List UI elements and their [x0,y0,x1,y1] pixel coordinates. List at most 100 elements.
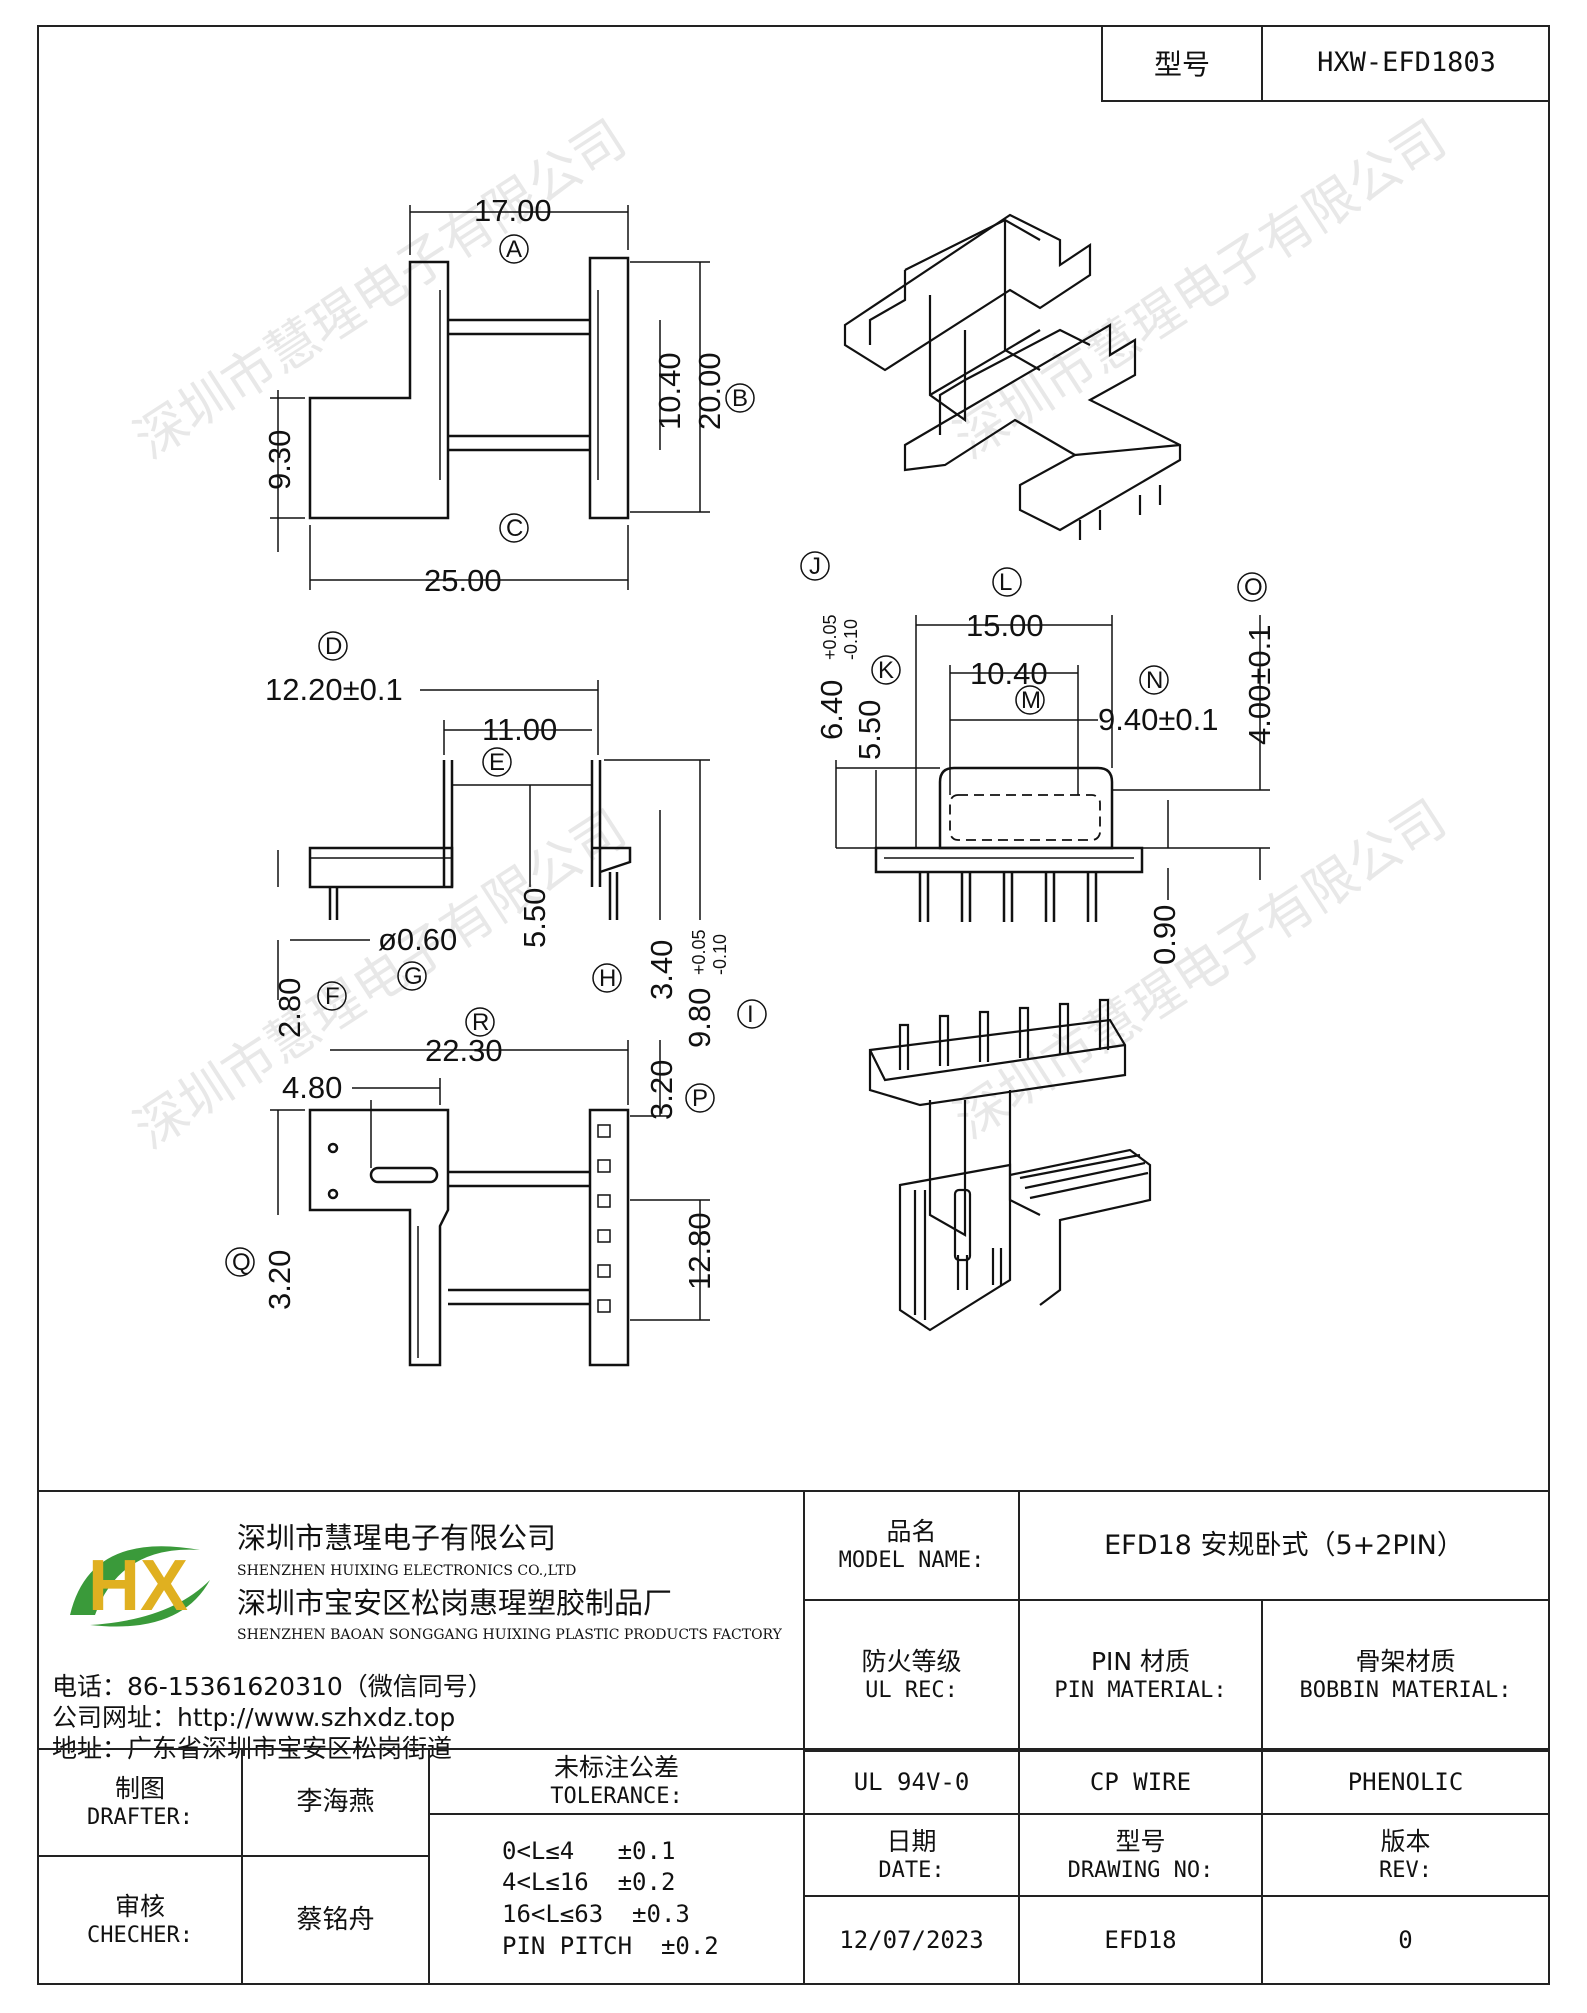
bobbin-material-label: 骨架材质 BOBBIN MATERIAL: [1261,1599,1550,1752]
dim-0-90: 0.90 [1147,905,1182,965]
ul-value-text: UL 94V-0 [853,1767,970,1796]
dim-6-40-tol-dn: -0.10 [841,619,861,660]
tolerance-values: 0<L≤4 ±0.1 4<L≤16 ±0.2 16<L≤63 ±0.3 PIN … [428,1813,805,1985]
drawing-no-label: 型号 DRAWING NO: [1018,1813,1263,1897]
tolerance-en: TOLERANCE: [550,1784,683,1810]
factory-name-cn: 深圳市宝安区松岗惠瑆塑胶制品厂 [237,1586,673,1620]
company-name-en: SHENZHEN HUIXING ELECTRONICS CO.,LTD [237,1563,577,1579]
label-d: D [325,633,342,660]
label-l: L [999,569,1012,596]
front-view: J 6.40 +0.05 -0.10 K 5.50 L 15.00 10.40 … [800,551,1277,965]
pin-material-value: CP WIRE [1018,1748,1263,1815]
checker-cn: 审核 [114,1891,165,1921]
dim-5-50: 5.50 [517,888,552,948]
checker-en: CHECHER: [87,1922,193,1948]
rev-value: 0 [1261,1895,1550,1985]
model-name-value: EFD18 安规卧式（5+2PIN） [1018,1490,1550,1601]
dim-12-80: 12.80 [682,1212,717,1290]
company-logo: HX [70,1546,210,1627]
label-b: B [732,385,748,412]
label-r: R [472,1009,489,1036]
model-name-cn: 品名 [886,1517,937,1547]
dim-12-20: 12.20±0.1 [265,672,403,707]
label-m: M [1021,687,1041,714]
company-name-cn: 深圳市慧瑆电子有限公司 [237,1521,557,1555]
isometric-top-view [843,213,1182,540]
dim-3-40: 3.40 [644,940,679,1000]
bottom-view: R 22.30 4.80 3.20 P 12.80 3.20 Q [225,1007,717,1367]
model-header: 型号 HXW-EFD1803 [1101,25,1550,102]
rev-value-text: 0 [1398,1926,1413,1954]
dim-17: 17.00 [474,193,552,228]
label-c: C [506,515,523,542]
dim-5-50-b: 5.50 [852,700,887,760]
company-phone: 电话：86-15361620310（微信同号） [52,1672,493,1701]
label-n: N [1146,667,1163,694]
company-website: 公司网址：http://www.szhxdz.top [52,1703,456,1732]
dim-9-30: 9.30 [262,430,297,490]
factory-name-en: SHENZHEN BAOAN SONGGANG HUIXING PLASTIC … [237,1627,782,1643]
label-p: P [692,1085,708,1112]
dim-9-80-tol-up: +0.05 [689,929,709,975]
drafter-name: 李海燕 [296,1787,375,1818]
dim-4-80: 4.80 [282,1070,342,1105]
dim-2-80: 2.80 [272,978,307,1038]
dim-9-80: 9.80 [682,988,717,1048]
ul-cn: 防火等级 [861,1647,962,1677]
dim-6-40: 6.40 [814,680,849,740]
drafter-value: 李海燕 [241,1748,430,1857]
dim-3-20-b: 3.20 [262,1250,297,1310]
dim-0-60: ø0.60 [378,922,457,957]
tolerance-label: 未标注公差 TOLERANCE: [428,1748,805,1815]
label-e: E [489,749,505,776]
dim-25: 25.00 [424,563,502,598]
rev-en: REV: [1379,1857,1432,1883]
ul-label: 防火等级 UL REC: [803,1599,1020,1752]
date-cn: 日期 [886,1826,937,1856]
tolerance-line: 16<L≤63 ±0.3 [502,1900,690,1928]
label-f: F [325,983,340,1010]
ul-value: UL 94V-0 [803,1748,1020,1815]
watermark: 深圳市慧瑆电子有限公司 [944,789,1456,1151]
dim-10-40: 10.40 [652,352,687,430]
date-label: 日期 DATE: [803,1813,1020,1897]
drawing-no-value-text: EFD18 [1104,1926,1177,1954]
pin-value-text: CP WIRE [1089,1767,1192,1796]
dim-15: 15.00 [966,608,1044,643]
pin-en: PIN MATERIAL: [1054,1678,1227,1704]
side-view: D 12.20±0.1 11.00 E 5.50 H 3.40 9.80 +0.… [265,631,767,1048]
logo-text: HX [88,1546,188,1626]
bobbin-material-value: PHENOLIC [1261,1748,1550,1815]
logo-underline-icon [90,1580,210,1627]
checker-name: 蔡铭舟 [296,1904,375,1935]
ul-en: UL REC: [865,1678,958,1704]
date-value: 12/07/2023 [803,1895,1020,1985]
isometric-bottom-view [868,998,1152,1332]
dim-22-30: 22.30 [425,1033,503,1068]
drawing-no-cn: 型号 [1115,1826,1166,1856]
dim-9-80-tol-dn: -0.10 [710,934,730,975]
drawing-no-value: EFD18 [1018,1895,1263,1985]
top-view: 17.00 A 20.00 10.40 B 9.30 C 25.00 [262,193,755,598]
tolerance-line: 4<L≤16 ±0.2 [502,1868,676,1897]
drafter-cn: 制图 [114,1774,165,1804]
watermark: 深圳市慧瑆电子有限公司 [124,109,636,471]
tolerance-line: PIN PITCH ±0.2 [502,1931,719,1960]
bobbin-value-text: PHENOLIC [1347,1767,1464,1796]
checker-value: 蔡铭舟 [241,1855,430,1985]
logo-swoosh-icon [70,1546,200,1615]
dim-10-40-b: 10.40 [970,656,1048,691]
drafter-label: 制图 DRAFTER: [37,1748,243,1857]
technical-drawing: 深圳市慧瑆电子有限公司 深圳市慧瑆电子有限公司 深圳市慧瑆电子有限公司 深圳市慧… [124,109,1457,1367]
pin-cn: PIN 材质 [1090,1647,1191,1677]
rev-cn: 版本 [1380,1826,1431,1856]
model-name-label: 品名 MODEL NAME: [803,1490,1020,1601]
dim-3-20-a: 3.20 [644,1060,679,1120]
watermark: 深圳市慧瑆电子有限公司 [124,799,636,1161]
model-label: 型号 [1103,25,1263,100]
pin-material-label: PIN 材质 PIN MATERIAL: [1018,1599,1263,1752]
rev-label: 版本 REV: [1261,1813,1550,1897]
dim-9-40: 9.40±0.1 [1098,702,1218,737]
label-j: J [809,553,821,580]
bobbin-en: BOBBIN MATERIAL: [1299,1678,1512,1704]
